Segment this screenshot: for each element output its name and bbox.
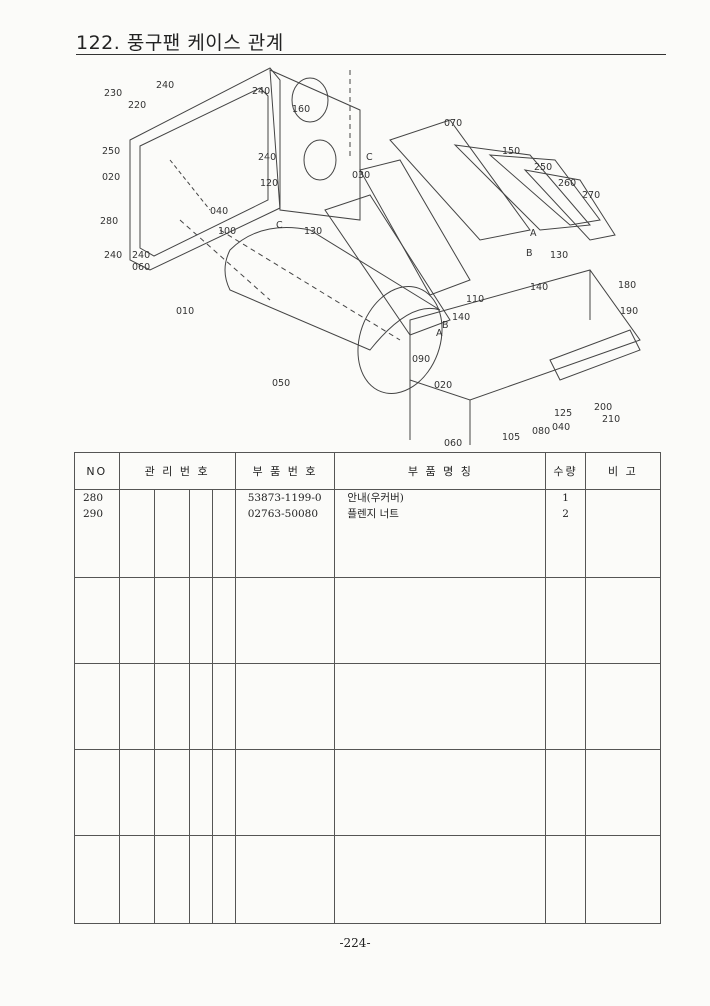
callout: 240 (252, 86, 270, 97)
callout: 040 (552, 422, 570, 433)
table-row (74, 749, 662, 836)
callout: 200 (594, 402, 612, 413)
remarks-cell (584, 489, 662, 578)
callout: 240 (156, 80, 174, 91)
callout: 120 (260, 178, 278, 189)
callout: 090 (412, 354, 430, 365)
header-part-name: 부 품 명 칭 (334, 452, 547, 490)
table-row (74, 577, 662, 664)
header-part-number: 부 품 번 호 (234, 452, 336, 490)
header-remarks: 비 고 (584, 452, 662, 490)
callout: C (366, 152, 373, 163)
row-no: 290 (83, 508, 104, 520)
drum-shape (224, 227, 441, 351)
callout: 125 (554, 408, 572, 419)
callout: 280 (100, 216, 118, 227)
header-management-number: 관 리 번 호 (118, 452, 236, 490)
side-panel-shape (129, 67, 281, 271)
exploded-parts-diagram: 230 220 240 240 160 250 020 240 120 070 … (70, 60, 670, 452)
callout: 210 (602, 414, 620, 425)
callout: 105 (502, 432, 520, 443)
callout: 020 (102, 172, 120, 183)
bracket-200-shape (549, 329, 641, 381)
back-case-shape (269, 69, 361, 221)
callout: A (530, 228, 537, 239)
plate-260-shape (523, 169, 616, 241)
cover-130-shape (324, 194, 451, 336)
callout: 060 (444, 438, 462, 449)
header-quantity: 수량 (545, 452, 586, 490)
callout: 070 (444, 118, 462, 129)
callout: 130 (304, 226, 322, 237)
callout: 220 (128, 100, 146, 111)
callout: 180 (618, 280, 636, 291)
callout: 040 (210, 206, 228, 217)
callout-labels: 230 220 240 240 160 250 020 240 120 070 … (100, 80, 638, 449)
part-name-cell: 안내(우커버) 플렌지 너트 (334, 489, 547, 578)
cover-030-shape (359, 159, 471, 296)
row-no: 280 (83, 492, 104, 504)
table-header-row: NO 관 리 번 호 부 품 번 호 부 품 명 칭 수량 비 고 (74, 452, 662, 490)
row-part-name: 플렌지 너트 (347, 508, 399, 520)
callout: 010 (176, 306, 194, 317)
callout: A (436, 328, 443, 339)
no-cell: 280 290 (74, 489, 120, 578)
title-divider (76, 54, 666, 55)
parts-table: NO 관 리 번 호 부 품 번 호 부 품 명 칭 수량 비 고 280 29… (74, 452, 662, 924)
row-part-name: 안내(우커버) (347, 492, 404, 504)
callout: 240 (258, 152, 276, 163)
callout: 240 (132, 250, 150, 261)
table-row (74, 835, 662, 924)
callout: 140 (452, 312, 470, 323)
callout: 130 (550, 250, 568, 261)
callout: 190 (620, 306, 638, 317)
callout: 140 (530, 282, 548, 293)
row-quantity: 2 (562, 508, 569, 520)
row-part-number: 02763-50080 (247, 508, 319, 520)
callout: 080 (532, 426, 550, 437)
cover-070-shape (389, 119, 531, 241)
side-panel-inner (139, 87, 269, 257)
header-no: NO (74, 452, 120, 490)
callout: 050 (272, 378, 290, 389)
callout: 260 (558, 178, 576, 189)
plate-150-shape (453, 144, 592, 231)
callout: 100 (218, 226, 236, 237)
table-row: 280 290 53873-1199-0 02763-50080 안내(우커버)… (74, 489, 662, 578)
row-part-number: 53873-1199-0 (247, 492, 322, 504)
part-number-cell: 53873-1199-0 02763-50080 (234, 489, 336, 578)
table-row (74, 663, 662, 750)
diagram-svg: 230 220 240 240 160 250 020 240 120 070 … (100, 67, 641, 449)
page-number: -224- (339, 936, 371, 950)
callout: 160 (292, 104, 310, 115)
callout: C (276, 220, 283, 231)
callout: B (442, 320, 449, 331)
callout: 250 (102, 146, 120, 157)
callout: 250 (534, 162, 552, 173)
plate-250-shape (488, 154, 601, 226)
callout: 230 (104, 88, 122, 99)
page-title: 122. 풍구팬 케이스 관계 (76, 32, 284, 54)
quantity-cell: 1 2 (545, 489, 586, 578)
callout: 150 (502, 146, 520, 157)
callout: 270 (582, 190, 600, 201)
callout: 060 (132, 262, 150, 273)
callout: 030 (352, 170, 370, 181)
callout: 240 (104, 250, 122, 261)
callout: 110 (466, 294, 484, 305)
row-quantity: 1 (562, 492, 569, 504)
callout: 020 (434, 380, 452, 391)
callout: B (526, 248, 533, 259)
